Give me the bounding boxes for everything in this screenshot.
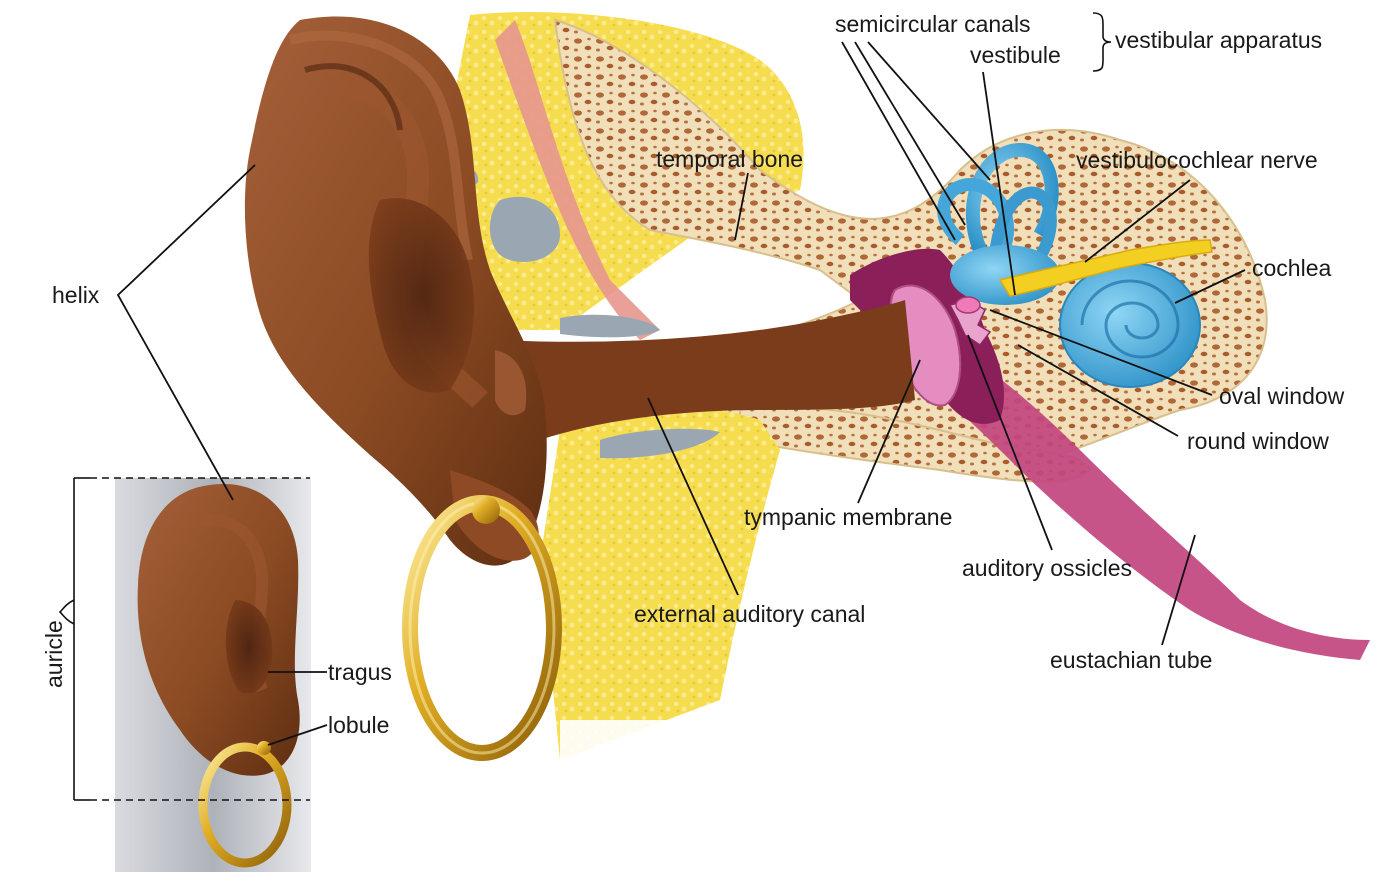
- label-lobule: lobule: [328, 712, 389, 738]
- leader-tympanic: [857, 359, 921, 504]
- air-cell-1: [489, 196, 560, 263]
- lower-tissue: [540, 406, 780, 760]
- main-tragus: [495, 350, 527, 416]
- label-vestibule: vestibule: [970, 42, 1061, 68]
- leader-ossicles: [967, 334, 1053, 551]
- leader-oval-window: [989, 309, 1213, 396]
- leader-temporal-bone: [734, 172, 749, 241]
- label-auricle: auricle: [41, 620, 67, 688]
- concha: [368, 198, 474, 393]
- leader-vestibule: [982, 71, 1016, 296]
- label-semicircular-canals: semicircular canals: [835, 11, 1031, 37]
- leader-external-canal: [647, 397, 739, 596]
- cochlea-shape: [1059, 262, 1201, 388]
- labels: semicircular canals vestibule vestibular…: [41, 11, 1345, 738]
- label-vestibular-apparatus: vestibular apparatus: [1115, 27, 1322, 53]
- helix-rim: [288, 30, 473, 262]
- eustachian-tube-shape: [905, 330, 1370, 660]
- air-cell-3: [600, 428, 720, 459]
- vestibulocochlear-nerve-shape: [998, 239, 1213, 297]
- inset-hoop-earring: [198, 742, 292, 868]
- label-cochlea: cochlea: [1252, 255, 1331, 281]
- leader-eustachian: [1161, 534, 1196, 646]
- main-hoop-earring: [402, 495, 562, 761]
- label-tragus: tragus: [328, 659, 392, 685]
- bottom-fade: [560, 720, 1400, 892]
- label-eustachian-tube: eustachian tube: [1050, 647, 1212, 673]
- label-external-auditory-canal: external auditory canal: [634, 601, 865, 627]
- leader-lobule: [267, 724, 328, 746]
- auricle-bracket: [58, 477, 310, 801]
- label-temporal-bone: temporal bone: [656, 146, 803, 172]
- inset-panel: [115, 478, 311, 872]
- label-auditory-ossicles: auditory ossicles: [962, 555, 1132, 581]
- leader-round-window: [1017, 344, 1179, 437]
- leader-cochlea: [1174, 269, 1246, 304]
- label-helix: helix: [52, 282, 100, 308]
- main-auricle: [244, 16, 915, 566]
- muscle-strip: [495, 20, 660, 340]
- leader-lines: [116, 41, 1246, 746]
- leader-semicircular-3: [867, 41, 991, 181]
- inset-concha: [225, 600, 273, 694]
- label-vestibulocochlear-nerve: vestibulocochlear nerve: [1076, 147, 1318, 173]
- leader-semicircular-2: [854, 41, 966, 226]
- scapha: [304, 63, 403, 131]
- label-tympanic-membrane: tympanic membrane: [744, 504, 952, 530]
- oval-window-shape: [955, 296, 981, 314]
- label-round-window: round window: [1187, 428, 1329, 454]
- leader-nerve: [1084, 179, 1191, 263]
- vestibular-brace: [1092, 12, 1112, 72]
- leader-semicircular-1: [841, 41, 956, 241]
- air-cell-2: [560, 314, 660, 338]
- leader-helix: [116, 164, 256, 501]
- label-oval-window: oval window: [1219, 383, 1345, 409]
- ear-canal-shape: [500, 300, 915, 440]
- inner-ear: [850, 142, 1370, 660]
